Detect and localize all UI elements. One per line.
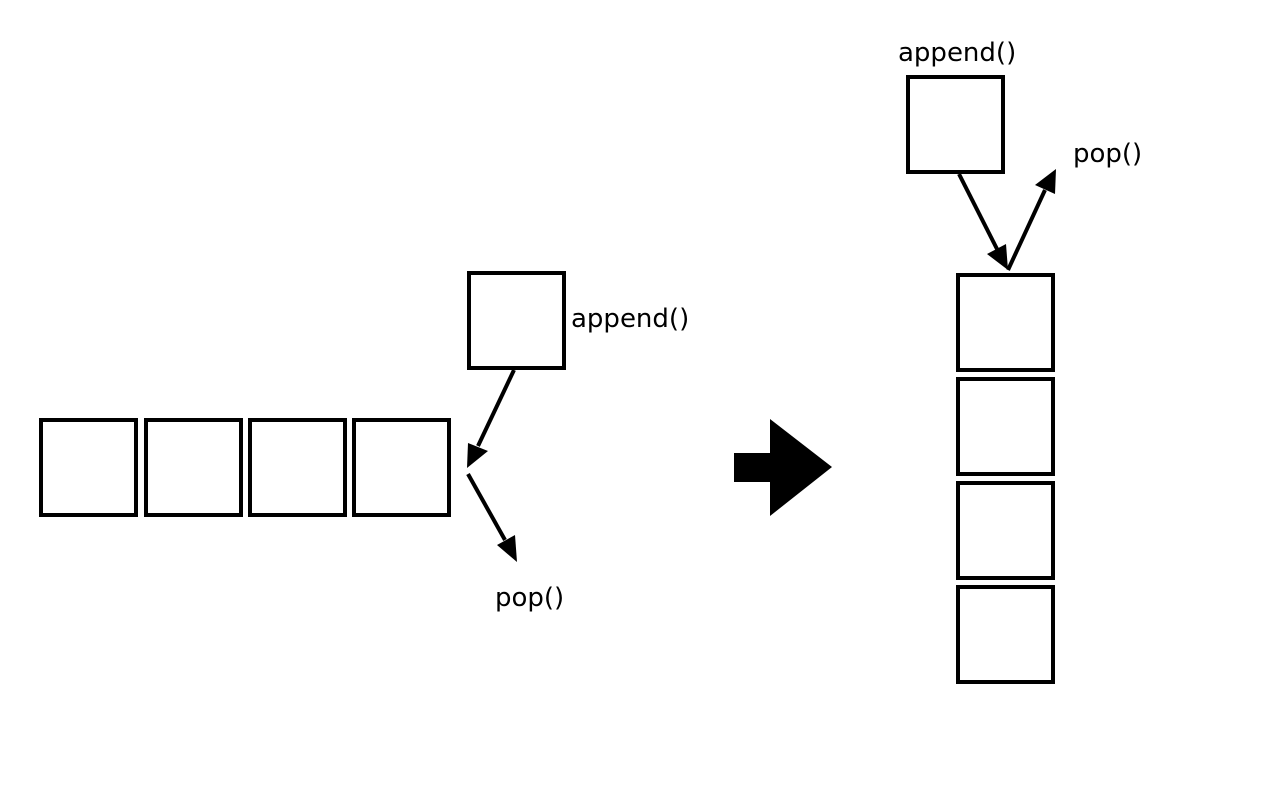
pop-arrow xyxy=(1006,169,1056,271)
stack-cell xyxy=(144,418,243,517)
vertical-stack xyxy=(956,273,1055,684)
stack-cell xyxy=(956,377,1055,476)
horizontal-stack xyxy=(39,418,451,517)
stack-cell xyxy=(352,418,451,517)
incoming-element-box xyxy=(467,271,566,370)
pop-label: pop() xyxy=(1073,139,1142,169)
append-label: append() xyxy=(571,304,689,334)
pop-arrow xyxy=(466,473,517,562)
stack-cell xyxy=(956,585,1055,684)
pop-label: pop() xyxy=(495,583,564,613)
stack-cell xyxy=(956,481,1055,580)
stack-cell xyxy=(39,418,138,517)
stack-cell xyxy=(956,273,1055,372)
stack-cell xyxy=(248,418,347,517)
append-label: append() xyxy=(898,38,1016,68)
transform-arrow-icon xyxy=(734,419,832,516)
append-arrow xyxy=(467,369,516,468)
append-arrow xyxy=(957,173,1008,270)
incoming-element-box xyxy=(906,75,1005,174)
